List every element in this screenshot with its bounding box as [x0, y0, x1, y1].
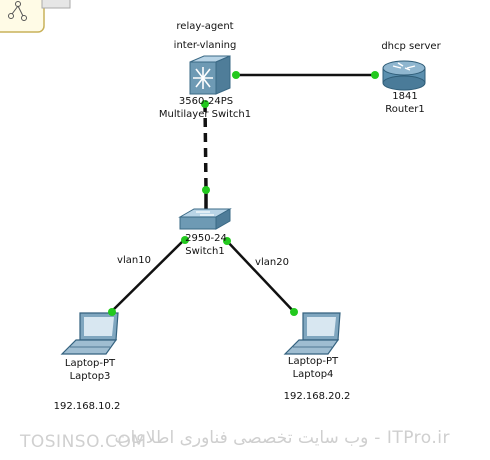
laptop4-icon[interactable]: [283, 312, 341, 355]
mls-annotation-inter-vlaning: inter-vlaning: [173, 40, 237, 51]
link-status-lights: [108, 71, 379, 316]
watermark-right: ITPro.ir - وب سایت تخصصی فناوری اطلاعات: [114, 428, 450, 448]
vlan20-label: vlan20: [255, 257, 289, 268]
switch-icon[interactable]: [178, 208, 232, 230]
laptop4-ip-label: 192.168.20.2: [283, 391, 351, 402]
switch-model-label: 2950-24: [185, 233, 227, 244]
palette-icon[interactable]: [0, 0, 71, 33]
link-switch-laptop4[interactable]: [225, 239, 297, 315]
mls-name-label: Multilayer Switch1: [158, 109, 252, 120]
vlan10-label: vlan10: [117, 255, 151, 266]
port-light: [108, 308, 116, 316]
switch-name-label: Switch1: [185, 246, 225, 257]
laptop4-model-label: Laptop-PT: [287, 356, 339, 367]
router-name-label: Router1: [385, 104, 425, 115]
laptop3-name-label: Laptop3: [69, 371, 111, 382]
port-light: [290, 308, 298, 316]
router-icon[interactable]: [382, 60, 426, 91]
laptop3-icon[interactable]: [60, 312, 119, 355]
laptop3-ip-label: 192.168.10.2: [53, 401, 121, 412]
mls-annotation-relay-agent: relay-agent: [176, 21, 234, 32]
router-model-label: 1841: [392, 91, 418, 102]
multilayer-switch-icon[interactable]: [189, 55, 231, 95]
mls-model-label: 3560-24PS: [178, 96, 234, 107]
port-light: [232, 71, 240, 79]
port-light: [371, 71, 379, 79]
router-annotation-label: dhcp server: [381, 41, 441, 52]
port-light: [202, 186, 210, 194]
laptop4-name-label: Laptop4: [292, 369, 334, 380]
port-light: [181, 236, 189, 244]
port-light: [223, 237, 231, 245]
watermark-left: TOSINSO.COM: [20, 432, 147, 452]
port-light: [201, 100, 209, 108]
laptop3-model-label: Laptop-PT: [64, 358, 116, 369]
link-switch-laptop3[interactable]: [108, 239, 185, 315]
